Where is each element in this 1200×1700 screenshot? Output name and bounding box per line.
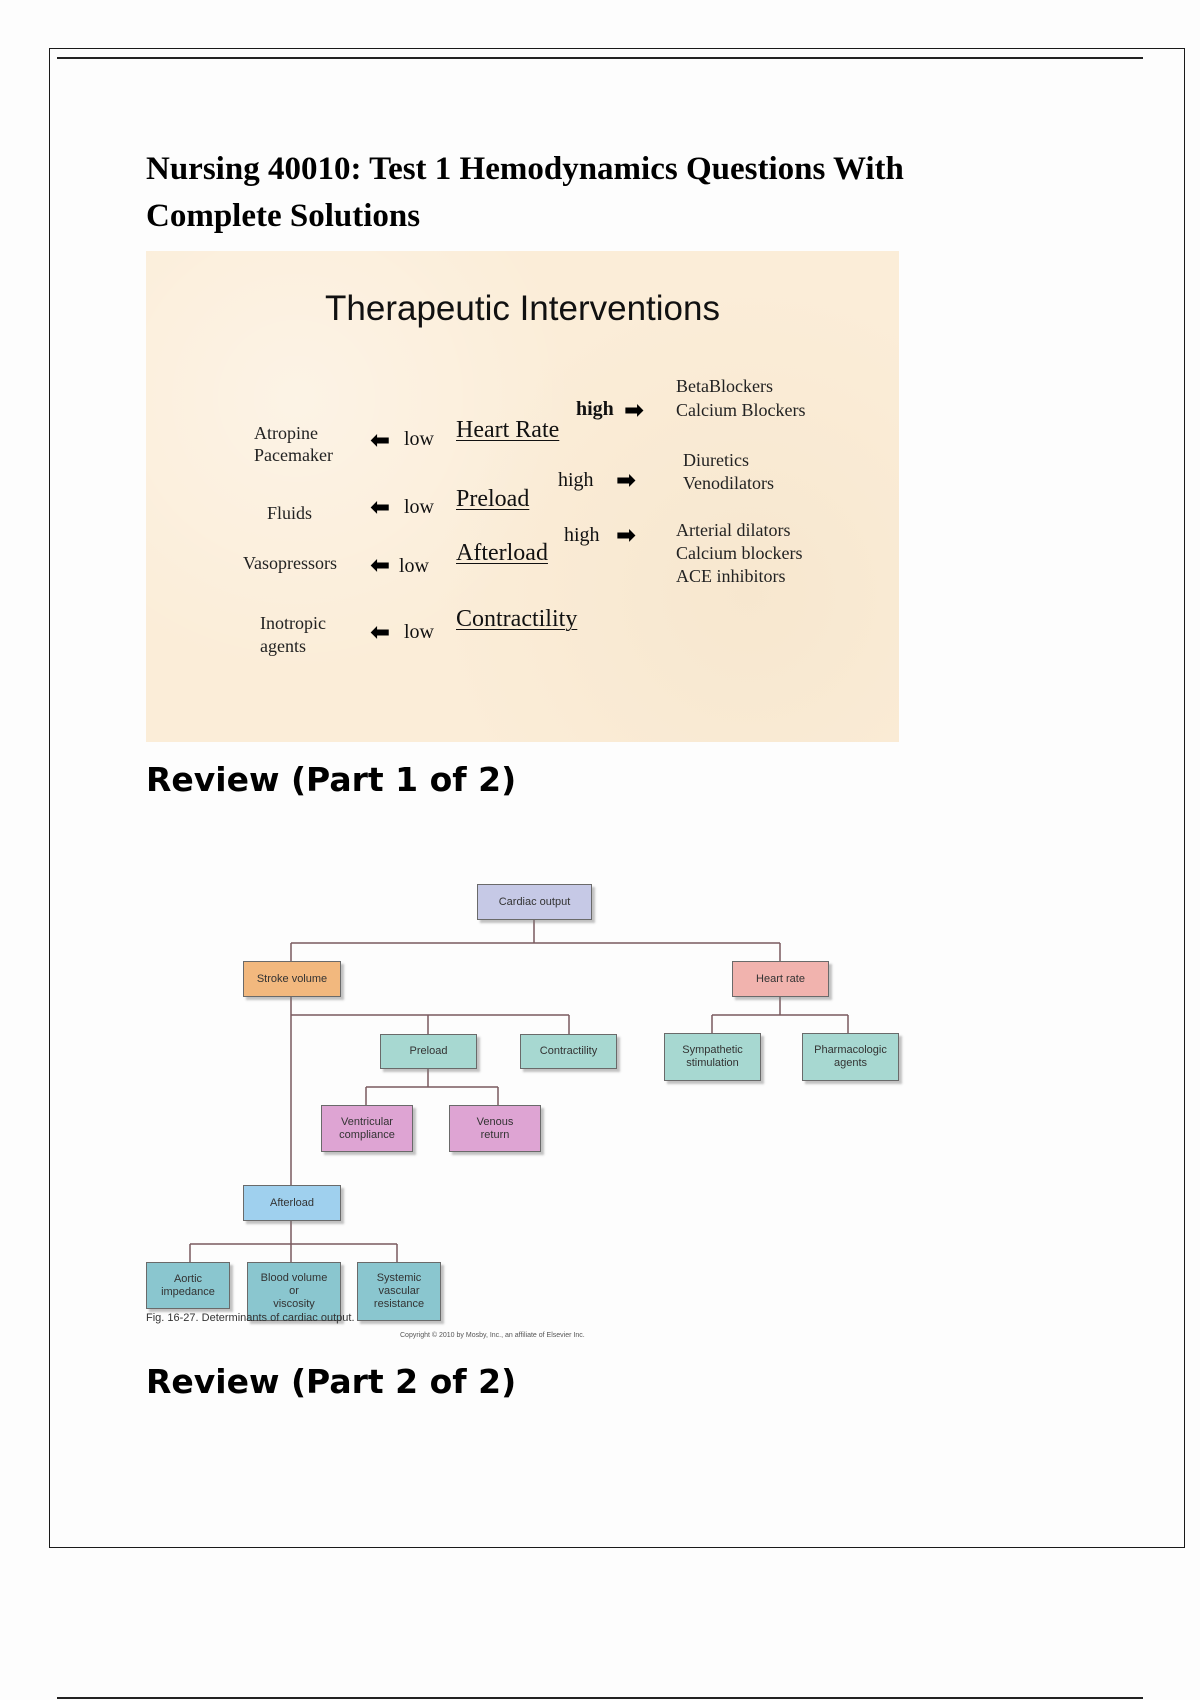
node-label: Preload	[409, 1045, 448, 1057]
high-intervention: Diuretics	[683, 450, 749, 470]
low-intervention: Fluids	[267, 503, 313, 523]
node-label: agents	[833, 1057, 868, 1069]
section-heading-part-2: Review (Part 2 of 2)	[146, 1362, 517, 1401]
parameter-contractility: Contractility	[456, 606, 578, 632]
high-intervention: Arterial dilators	[676, 520, 791, 540]
parameter-preload: Preload	[456, 486, 530, 512]
node-venous-return: Venous return	[449, 1105, 541, 1152]
node-stroke-volume: Stroke volume	[243, 961, 341, 997]
node-label: resistance	[373, 1298, 425, 1310]
parameter-heart-rate: Heart Rate	[456, 417, 560, 443]
node-label: Sympathetic	[682, 1044, 743, 1056]
therapeutic-interventions-slide: Therapeutic Interventions Atropine Pacem…	[146, 251, 899, 742]
low-intervention: Atropine	[254, 423, 318, 443]
high-intervention: ACE inhibitors	[676, 566, 786, 586]
figure-caption: Fig. 16-27. Determinants of cardiac outp…	[146, 1312, 355, 1324]
node-label: Pharmacologic	[814, 1044, 887, 1056]
high-intervention: Venodilators	[683, 473, 774, 493]
node-label: Stroke volume	[256, 972, 328, 985]
connector	[189, 1221, 398, 1262]
header-rule	[57, 57, 1143, 59]
node-label: Aortic	[173, 1272, 203, 1285]
node-label: return	[480, 1128, 510, 1141]
node-label: Systemic	[376, 1272, 422, 1284]
node-label: Afterload	[269, 1196, 315, 1209]
high-label: high	[558, 469, 594, 491]
high-label: high	[576, 398, 614, 420]
node-preload: Preload	[380, 1034, 477, 1069]
arrow-right-icon: ➡	[616, 521, 637, 549]
low-label: low	[404, 428, 434, 450]
node-label: stimulation	[686, 1057, 739, 1069]
connector	[365, 1069, 499, 1105]
node-label: Ventricular	[341, 1115, 393, 1128]
figure-copyright: Copyright © 2010 by Mosby, Inc., an affi…	[400, 1332, 585, 1339]
low-label: low	[404, 621, 434, 643]
arrow-left-icon: ⬅	[370, 618, 391, 646]
node-label: Cardiac output	[498, 895, 571, 908]
node-label: Contractility	[539, 1045, 598, 1057]
node-afterload: Afterload	[243, 1185, 341, 1221]
node-systemic-vascular-resistance: Systemic vascular resistance	[357, 1262, 441, 1321]
node-heart-rate: Heart rate	[732, 961, 829, 997]
connector	[290, 997, 570, 1185]
node-aortic-impedance: Aortic impedance	[146, 1262, 230, 1309]
node-label: Venous	[476, 1115, 514, 1128]
low-label: low	[399, 555, 429, 577]
node-blood-volume-viscosity: Blood volume or viscosity	[247, 1262, 341, 1321]
cardiac-output-flowchart: Cardiac output Stroke volume Heart rate …	[146, 870, 906, 1350]
section-heading-part-1: Review (Part 1 of 2)	[146, 760, 517, 799]
connector	[711, 997, 849, 1033]
node-cardiac-output: Cardiac output	[477, 884, 592, 920]
arrow-right-icon: ➡	[624, 396, 645, 424]
arrow-left-icon: ⬅	[370, 551, 391, 579]
document-title: Nursing 40010: Test 1 Hemodynamics Quest…	[146, 151, 904, 234]
node-label: compliance	[339, 1128, 395, 1141]
node-label: viscosity	[273, 1298, 315, 1310]
node-pharmacologic-agents: Pharmacologic agents	[802, 1033, 899, 1081]
low-intervention: Pacemaker	[254, 445, 333, 465]
footer-rule	[57, 1697, 1143, 1699]
low-intervention: Vasopressors	[243, 553, 337, 573]
page-frame	[49, 48, 1185, 1548]
low-intervention: agents	[260, 636, 306, 656]
node-label: vascular	[378, 1285, 420, 1297]
node-label: Blood volume	[260, 1272, 328, 1284]
slide-title: Therapeutic Interventions	[325, 289, 720, 328]
low-intervention: Inotropic	[260, 613, 326, 633]
high-intervention: Calcium blockers	[676, 543, 803, 563]
arrow-left-icon: ⬅	[370, 426, 391, 454]
node-label: or	[289, 1285, 299, 1297]
connector	[290, 920, 781, 961]
node-label: Heart rate	[756, 972, 805, 985]
arrow-right-icon: ➡	[616, 466, 637, 494]
high-intervention: Calcium Blockers	[676, 400, 806, 420]
high-intervention: BetaBlockers	[676, 376, 773, 396]
parameter-afterload: Afterload	[456, 540, 548, 566]
node-sympathetic-stimulation: Sympathetic stimulation	[664, 1033, 761, 1081]
low-label: low	[404, 496, 434, 518]
node-ventricular-compliance: Ventricular compliance	[321, 1105, 413, 1152]
high-label: high	[564, 524, 600, 546]
node-label: impedance	[161, 1285, 215, 1298]
arrow-left-icon: ⬅	[370, 493, 391, 521]
flowchart-connectors	[189, 920, 849, 1262]
node-contractility: Contractility	[520, 1034, 617, 1069]
